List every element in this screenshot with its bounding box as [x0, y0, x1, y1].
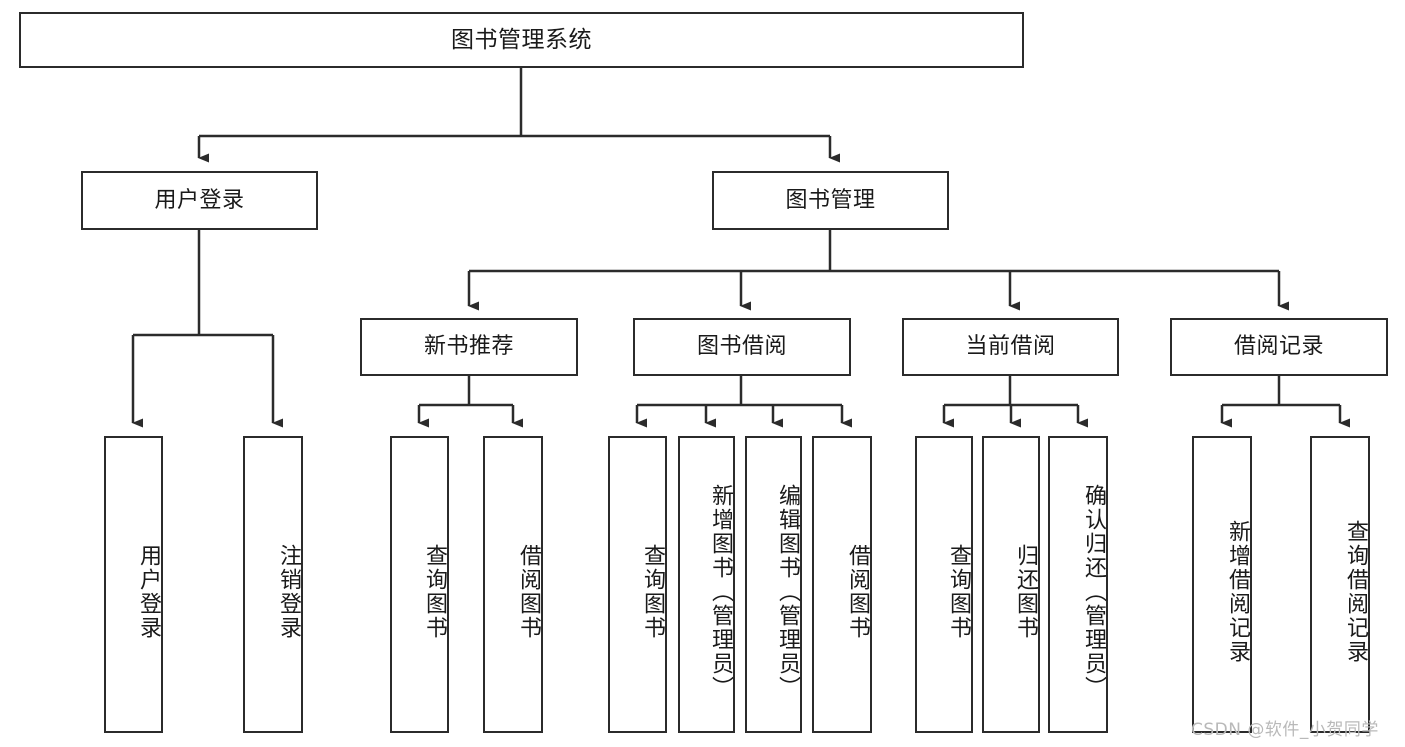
leaf-query-book-recommend[interactable]: 查询图书 — [390, 436, 449, 733]
node-root-system[interactable]: 图书管理系统 — [19, 12, 1024, 68]
leaf-query-borrow-record[interactable]: 查询借阅记录 — [1310, 436, 1370, 733]
leaf-query-book-borrow[interactable]: 查询图书 — [608, 436, 667, 733]
leaf-borrow-book-recommend[interactable]: 借阅图书 — [483, 436, 543, 733]
leaf-edit-book-admin[interactable]: 编辑图书（管理员） — [745, 436, 802, 733]
leaf-return-book[interactable]: 归还图书 — [982, 436, 1040, 733]
node-book-borrow[interactable]: 图书借阅 — [633, 318, 851, 376]
leaf-logout[interactable]: 注销登录 — [243, 436, 303, 733]
node-current-borrow[interactable]: 当前借阅 — [902, 318, 1119, 376]
leaf-add-book-admin[interactable]: 新增图书（管理员） — [678, 436, 735, 733]
node-book-management[interactable]: 图书管理 — [712, 171, 949, 230]
node-new-book-recommend[interactable]: 新书推荐 — [360, 318, 578, 376]
leaf-query-book-current[interactable]: 查询图书 — [915, 436, 973, 733]
leaf-add-borrow-record[interactable]: 新增借阅记录 — [1192, 436, 1252, 733]
node-borrow-record[interactable]: 借阅记录 — [1170, 318, 1388, 376]
leaf-user-login[interactable]: 用户登录 — [104, 436, 163, 733]
csdn-watermark: CSDN @软件_小贺同学 — [1191, 720, 1379, 740]
node-user-login[interactable]: 用户登录 — [81, 171, 318, 230]
leaf-confirm-return-admin[interactable]: 确认归还（管理员） — [1048, 436, 1108, 733]
leaf-borrow-book[interactable]: 借阅图书 — [812, 436, 872, 733]
